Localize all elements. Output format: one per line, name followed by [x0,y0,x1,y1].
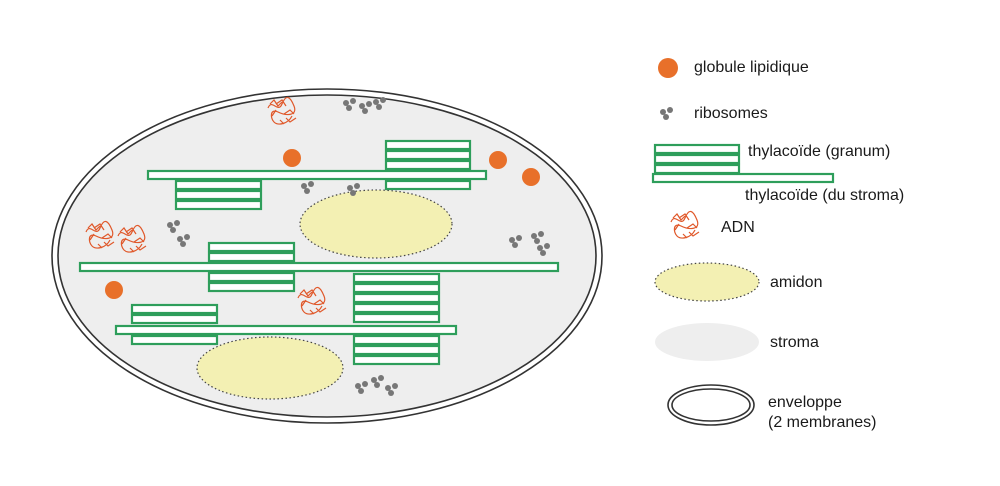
starch-grains [196,189,453,400]
legend-starch-swatch [654,262,760,302]
starch-grain [299,189,453,259]
legend-ribosome-swatch [660,107,673,120]
lipid-globule [105,281,123,299]
lipid-globule [489,151,507,169]
legend-lipid-swatch [658,58,678,78]
legend-symbols [651,58,835,426]
legend-label-starch: amidon [770,274,823,291]
granum [130,303,219,346]
legend-stroma-swatch [655,323,759,361]
legend-granum-swatch [653,143,741,175]
lipid-globules [105,149,540,299]
stroma-thylakoid [114,324,458,336]
granum [207,241,296,293]
legend-label-stroma-thylakoid: thylacoïde (du stroma) [745,187,905,204]
legend-envelope-swatch [667,384,755,426]
legend-label-dna: ADN [721,219,755,236]
starch-grain [196,336,344,400]
legend-label-stroma: stroma [770,334,819,351]
stroma-thylakoid [146,169,488,181]
stroma-thylakoids [78,169,560,336]
grana [130,139,472,366]
legend-dna-swatch [670,210,700,239]
legend-label-envelope: enveloppe [768,394,842,411]
lipid-globule [522,168,540,186]
legend-stroma-thylakoid-swatch [651,172,835,184]
granum [352,272,441,366]
legend-label-ribosomes: ribosomes [694,105,768,122]
legend-label-envelope-detail: (2 membranes) [768,414,877,431]
lipid-globule [283,149,301,167]
granum [384,139,472,191]
stroma-thylakoid [78,261,560,273]
granum [174,179,263,211]
legend-label-lipid: globule lipidique [694,59,809,76]
legend-label-granum: thylacoïde (granum) [748,143,891,160]
